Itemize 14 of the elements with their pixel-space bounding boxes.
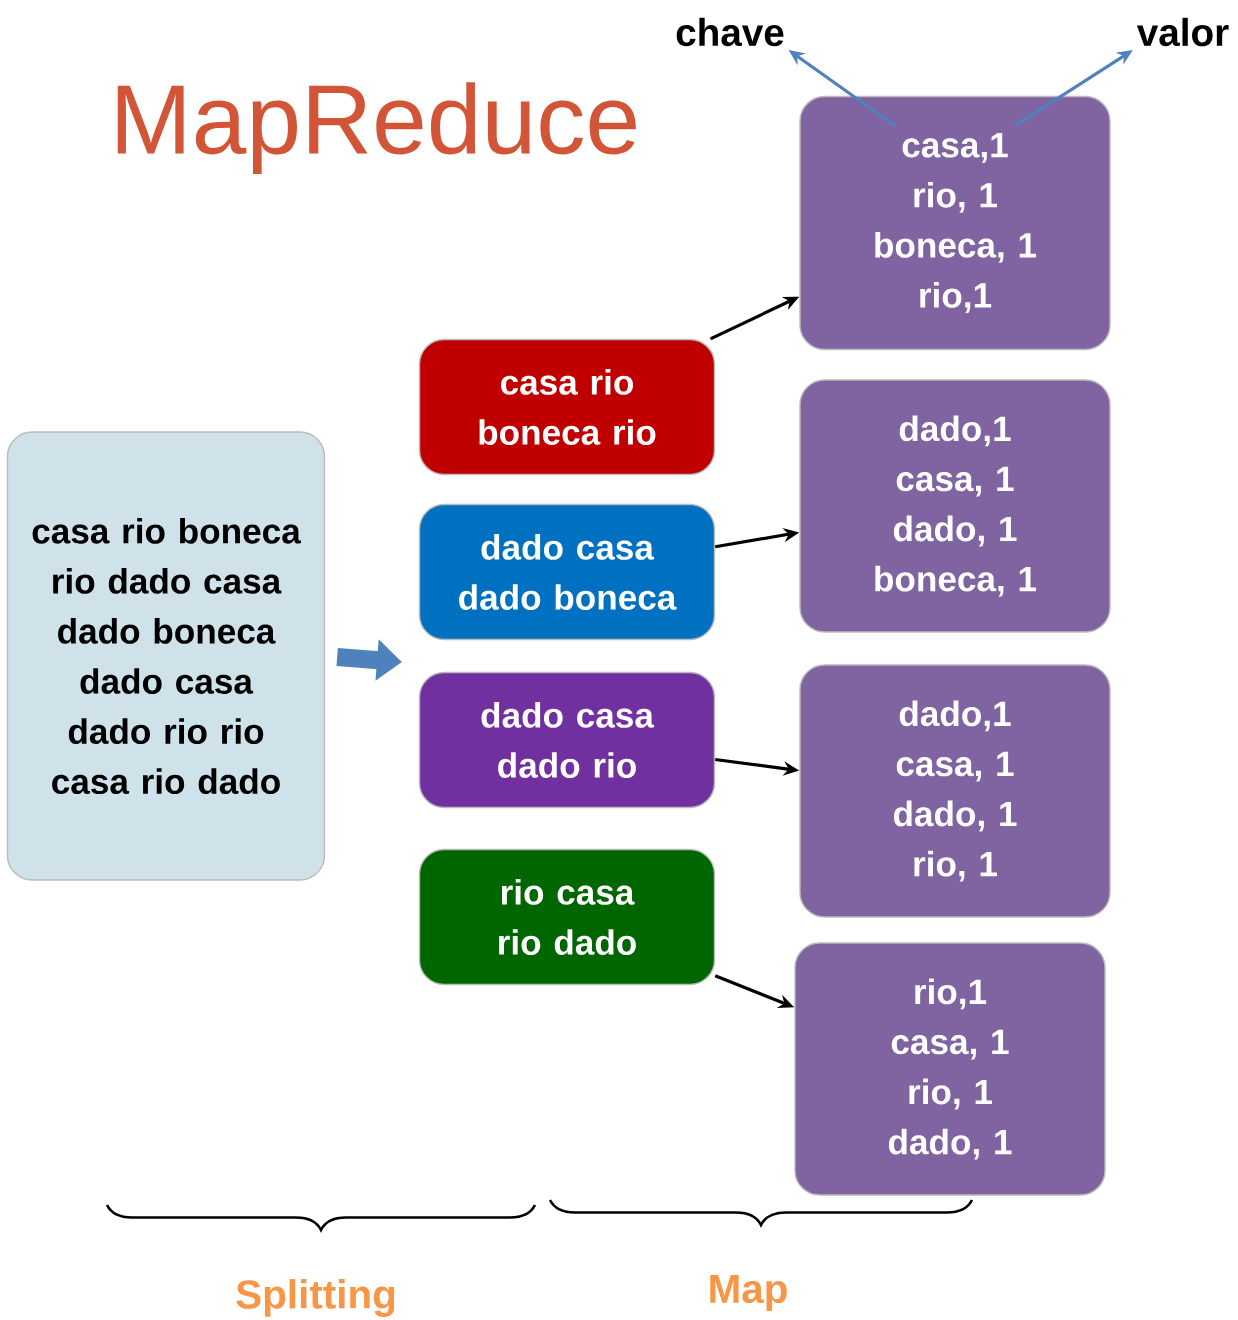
phase-label: Splitting — [236, 1279, 395, 1317]
split-box: dado casa dado boneca — [418, 503, 716, 641]
value-label: valor — [1136, 17, 1229, 47]
input-box: casa rio boneca rio dado casa dado boneca dado casa dado rio rio casa rio dado — [6, 431, 326, 881]
map-box: rio,1 casa, 1 rio, 1 dado, 1 — [794, 942, 1106, 1196]
title: MapReduce — [117, 82, 636, 174]
split-box: casa rio boneca rio — [418, 338, 716, 476]
split-box: rio casa rio dado — [418, 848, 716, 986]
map-box: dado,1 casa, 1 dado, 1 boneca, 1 — [799, 379, 1111, 633]
split-box: dado casa dado rio — [418, 671, 716, 809]
map-box: dado,1 casa, 1 dado, 1 rio, 1 — [799, 664, 1111, 918]
map-box: casa,1 rio, 1 boneca, 1 rio,1 — [799, 95, 1111, 351]
phase-label: Map — [710, 1274, 787, 1312]
key-label: chave — [676, 17, 784, 47]
